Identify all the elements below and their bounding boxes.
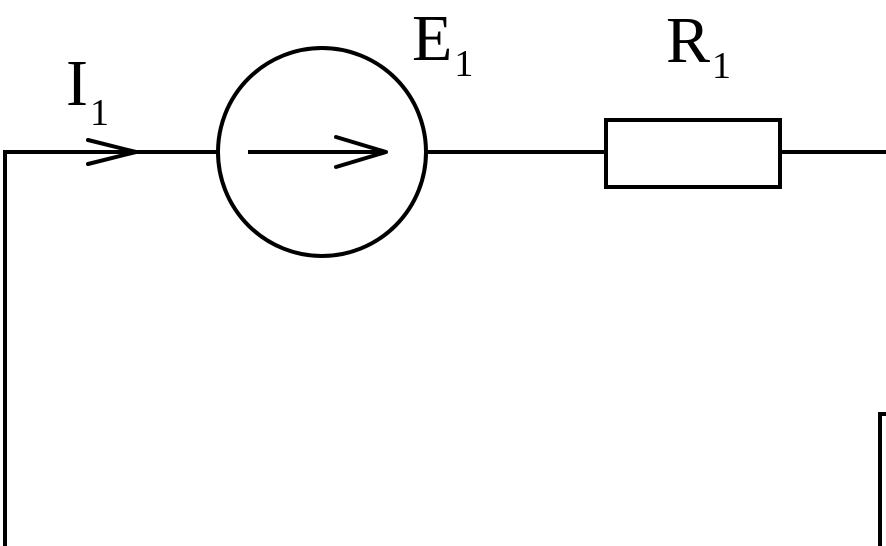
source-label-sub: 1 [454, 43, 473, 85]
current-label: I1 [66, 47, 109, 134]
current-label-sub: 1 [90, 92, 109, 134]
partial-component-bottom-right [878, 412, 886, 546]
resistor-body [604, 118, 782, 189]
left-wire [3, 150, 218, 546]
resistor-label-sub: 1 [712, 45, 731, 87]
resistor-label: R1 [666, 4, 731, 87]
emf-arrow-icon [248, 135, 388, 169]
resistor-label-main: R [666, 4, 710, 77]
source-label-main: E [412, 2, 452, 75]
current-label-main: I [66, 47, 88, 120]
current-arrow-icon [86, 138, 138, 166]
source-label: E1 [412, 2, 473, 85]
